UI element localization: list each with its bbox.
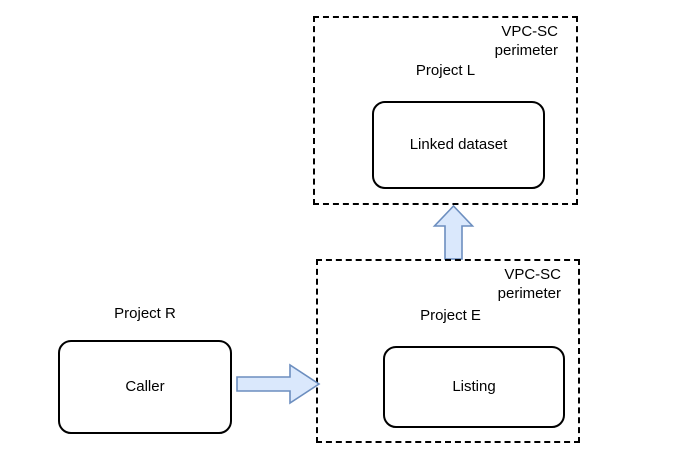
arrow-right-icon [236,363,321,405]
vpc-sc-perimeter-project-l [313,16,578,205]
linked-dataset-node-label: Linked dataset [409,136,508,153]
project-l-label: Project L [415,62,476,79]
caller-node-label: Caller [125,378,165,395]
project-e-label: Project E [420,307,481,324]
vpc-sc-perimeter-label-lower: VPC-SC perimeter [497,266,561,302]
arrow-up-icon [432,204,475,260]
arrow-caller-to-listing [236,363,321,405]
caller-node[interactable]: Caller [58,340,232,434]
listing-node-label: Listing [452,378,496,395]
vpc-sc-perimeter-label-upper: VPC-SC perimeter [494,23,558,59]
project-r-label: Project R [114,305,176,322]
linked-dataset-node[interactable]: Linked dataset [372,101,545,189]
vpc-sc-perimeter-project-e [316,259,580,443]
arrow-listing-to-linked-dataset [432,204,475,260]
listing-node[interactable]: Listing [383,346,565,428]
